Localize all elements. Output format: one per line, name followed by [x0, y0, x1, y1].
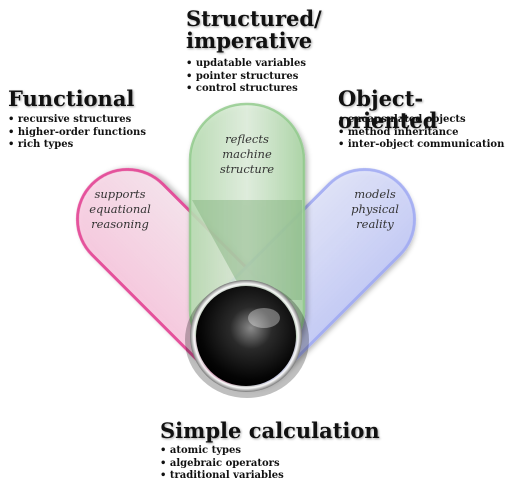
functional-bullets: recursive structures higher-order functi… — [8, 114, 146, 152]
structured-title: Structured/ imperative — [186, 8, 322, 52]
object-oriented-bullet: inter-object communication — [338, 139, 505, 152]
simple-bullet: algebraic operators — [160, 458, 284, 471]
structured-title-line1: Structured/ — [186, 6, 322, 31]
structured-bullet: updatable variables — [186, 58, 306, 71]
functional-bullet: higher-order functions — [8, 127, 146, 140]
functional-pill-line: reasoning — [91, 217, 149, 231]
object-oriented-bullet: method inheritance — [338, 127, 504, 140]
structured-bullet: pointer structures — [186, 71, 306, 84]
object-oriented-pill-text: models physical reality — [333, 187, 417, 232]
functional-pill-text: supports equational reasoning — [78, 187, 162, 232]
structured-pill-line: machine — [222, 147, 272, 161]
object-oriented-bullet: encapsulated objects — [338, 114, 504, 127]
structured-bullets: updatable variables pointer structures c… — [186, 58, 306, 96]
simple-calculation-ball — [185, 280, 309, 398]
object-oriented-pill-line: models — [354, 187, 396, 201]
object-oriented-bullets: encapsulated objects method inheritance … — [338, 114, 505, 152]
functional-title: Functional — [8, 86, 135, 111]
simple-bullets: atomic types algebraic operators traditi… — [160, 445, 284, 483]
structured-pill-text: reflects machine structure — [205, 132, 289, 177]
functional-pill-line: supports — [94, 187, 146, 201]
functional-bullet: recursive structures — [8, 114, 146, 127]
simple-bullet: traditional variables — [160, 470, 284, 483]
object-oriented-pill-line: reality — [356, 217, 394, 231]
structured-pill-line: structure — [219, 162, 275, 176]
structured-bullet: control structures — [186, 83, 306, 96]
structured-title-line2: imperative — [186, 28, 313, 53]
object-oriented-pill-line: physical — [351, 202, 399, 216]
functional-pill-line: equational — [89, 202, 151, 216]
simple-bullet: atomic types — [160, 445, 284, 458]
functional-bullet: rich types — [8, 139, 146, 152]
simple-title: Simple calculation — [160, 418, 380, 443]
structured-pill-line: reflects — [225, 132, 269, 146]
